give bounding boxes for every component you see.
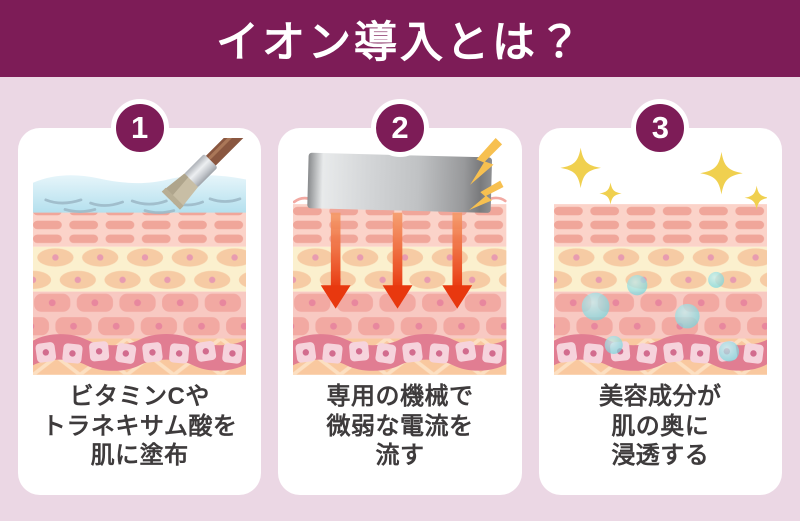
sparkle-icons: [560, 147, 767, 210]
step-3-number-badge: 3: [631, 99, 690, 157]
skin-cross-section-with-brush: [33, 138, 247, 375]
step-card-3: 3: [538, 99, 782, 495]
page-title: イオン導入とは？: [216, 18, 584, 67]
serum-liquid-layer: [33, 175, 247, 213]
step-1-number-badge: 1: [110, 99, 169, 157]
step-card-2: 2: [278, 99, 522, 495]
current-arrow-icon: [321, 212, 351, 309]
brush-icon: [161, 138, 247, 210]
electrode-device: [307, 152, 493, 213]
ingredient-bubbles: [581, 271, 739, 362]
current-arrows: [321, 212, 473, 309]
skin-cross-section-with-device: [293, 138, 507, 375]
steps-row: 1: [0, 99, 800, 495]
skin-cross-section-with-bubbles: [553, 147, 767, 375]
step-1-caption: ビタミンCや トラネキサム酸を 肌に塗布: [41, 382, 238, 470]
step-card-1: 1: [18, 99, 262, 495]
step-2-number-badge: 2: [370, 99, 429, 157]
step-2-caption: 専用の機械で 微弱な電流を 流す: [326, 382, 474, 470]
current-arrow-icon: [382, 212, 413, 309]
step-number: 3: [651, 110, 669, 145]
step-number: 1: [131, 110, 149, 145]
step-3-illustration: [553, 138, 767, 377]
step-2-illustration: [293, 138, 507, 377]
step-3-caption: 美容成分が 肌の奥に 浸透する: [599, 382, 722, 470]
step-1-illustration: [33, 138, 247, 377]
step-number: 2: [391, 110, 409, 145]
header: イオン導入とは？: [0, 0, 800, 77]
current-arrow-icon: [442, 212, 473, 309]
